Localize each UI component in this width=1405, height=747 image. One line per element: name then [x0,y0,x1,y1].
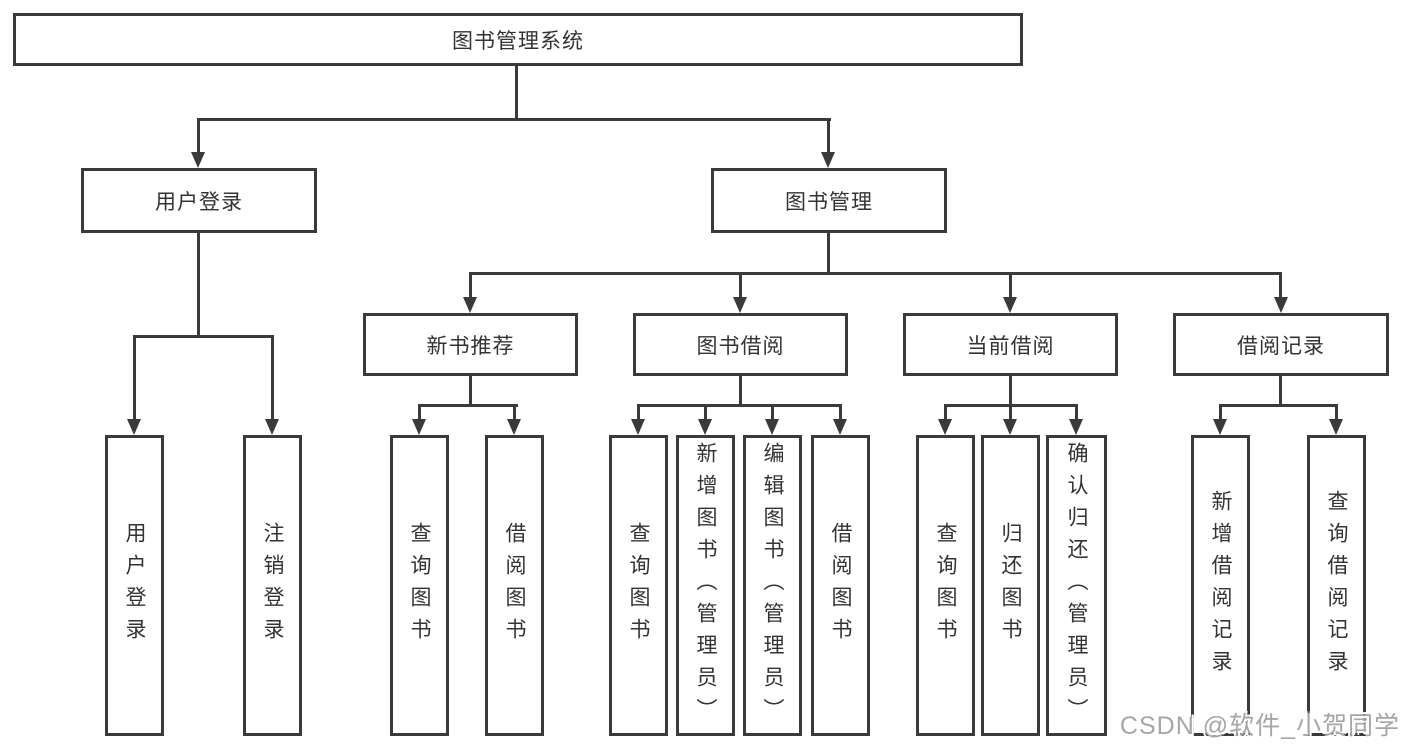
leaf-user-login: 用户登录 [105,435,164,736]
leaf-bb-add-books-admin-label: 新增图书（管理员） [694,441,717,730]
connector-nb-leaf2 [513,404,516,421]
leaf-nb-borrow-books: 借阅图书 [485,435,544,736]
connector-nb-leaf1 [418,404,421,421]
connector-borrow-records-branch [1219,404,1338,407]
arrowhead-br-leaf2 [1329,419,1343,435]
arrowhead-bb-leaf1 [631,419,645,435]
node-current-borrow: 当前借阅 [903,313,1118,376]
node-user-login-label: 用户登录 [155,190,243,214]
leaf-cb-return-books: 归还图书 [981,435,1040,736]
leaf-cb-query-books: 查询图书 [916,435,975,736]
leaf-bb-borrow-books-label: 借阅图书 [829,521,852,650]
arrowhead-br-leaf1 [1213,419,1227,435]
connector-book-borrow-branch [637,404,842,407]
connector-to-user-login [197,118,200,154]
connector-to-borrow-records [1279,272,1282,300]
connector-book-management-branch [469,272,1282,275]
connector-cb-leaf3 [1075,404,1078,421]
connector-new-book-branch [418,404,518,407]
leaf-cb-query-books-label: 查询图书 [934,521,957,650]
arrowhead-bb-leaf2 [698,419,712,435]
connector-borrow-records-stem [1279,376,1282,407]
leaf-cb-return-books-label: 归还图书 [999,521,1022,650]
node-book-borrow: 图书借阅 [633,313,848,376]
leaf-bb-query-books: 查询图书 [609,435,668,736]
connector-bb-leaf3 [771,404,774,421]
connector-to-new-book [469,272,472,300]
node-new-book-recommend-label: 新书推荐 [426,334,515,358]
node-new-book-recommend: 新书推荐 [363,313,578,376]
leaf-bb-edit-books-admin-label: 编辑图书（管理员） [761,441,784,730]
node-book-borrow-label: 图书借阅 [696,334,785,358]
arrowhead-bb-leaf4 [833,419,847,435]
leaf-br-add-borrow-record-label: 新增借阅记录 [1209,489,1232,682]
arrowhead-current-borrow [1003,297,1017,313]
node-root: 图书管理系统 [13,13,1023,66]
connector-br-leaf2 [1335,404,1338,421]
leaf-user-login-label: 用户登录 [123,521,146,650]
leaf-br-query-borrow-record-label: 查询借阅记录 [1325,489,1348,682]
node-borrow-records: 借阅记录 [1173,313,1389,376]
node-user-login: 用户登录 [81,168,317,233]
arrowhead-leaf-login [127,419,141,435]
arrowhead-borrow-records [1274,297,1288,313]
connector-to-book-management [827,118,830,154]
node-book-management-label: 图书管理 [785,190,873,214]
connector-new-book-stem [469,376,472,407]
arrowhead-book-management [821,152,835,168]
connector-bb-leaf4 [839,404,842,421]
arrowhead-cb-leaf2 [1003,419,1017,435]
connector-user-login-stem [197,233,200,338]
leaf-br-add-borrow-record: 新增借阅记录 [1191,435,1250,736]
connector-root-stem [515,66,518,121]
node-borrow-records-label: 借阅记录 [1237,334,1325,358]
node-current-borrow-label: 当前借阅 [966,334,1055,358]
arrowhead-nb-leaf2 [507,419,521,435]
arrowhead-bb-leaf3 [765,419,779,435]
leaf-cb-confirm-return-admin: 确认归还（管理员） [1046,435,1107,736]
connector-to-leaf-logout [271,335,274,421]
leaf-cb-confirm-return-admin-label: 确认归还（管理员） [1065,441,1088,730]
connector-book-management-stem [827,233,830,275]
leaf-bb-edit-books-admin: 编辑图书（管理员） [743,435,802,736]
connector-to-book-borrow [739,272,742,300]
connector-bb-leaf2 [704,404,707,421]
leaf-nb-query-books: 查询图书 [390,435,449,736]
connector-user-login-branch [133,335,274,338]
connector-to-leaf-login [133,335,136,421]
node-book-management: 图书管理 [711,168,947,233]
leaf-nb-query-books-label: 查询图书 [408,521,431,650]
leaf-bb-borrow-books: 借阅图书 [811,435,870,736]
connector-to-current-borrow [1009,272,1012,300]
leaf-logout-label: 注销登录 [261,521,284,650]
arrowhead-cb-leaf1 [938,419,952,435]
arrowhead-leaf-logout [265,419,279,435]
arrowhead-user-login [191,152,205,168]
connector-book-borrow-stem [739,376,742,407]
connector-cb-leaf1 [944,404,947,421]
connector-cb-leaf2 [1009,404,1012,421]
leaf-bb-add-books-admin: 新增图书（管理员） [676,435,735,736]
connector-root-branch [197,118,831,121]
connector-br-leaf1 [1219,404,1222,421]
arrowhead-nb-leaf1 [412,419,426,435]
connector-current-borrow-stem [1009,376,1012,407]
connector-bb-leaf1 [637,404,640,421]
arrowhead-new-book [463,297,477,313]
arrowhead-book-borrow [733,297,747,313]
leaf-logout: 注销登录 [243,435,302,736]
arrowhead-cb-leaf3 [1069,419,1083,435]
leaf-br-query-borrow-record: 查询借阅记录 [1307,435,1366,736]
leaf-bb-query-books-label: 查询图书 [627,521,650,650]
csdn-watermark: CSDN @软件_小贺同学 [1119,712,1400,740]
leaf-nb-borrow-books-label: 借阅图书 [503,521,526,650]
node-root-label: 图书管理系统 [452,29,584,53]
